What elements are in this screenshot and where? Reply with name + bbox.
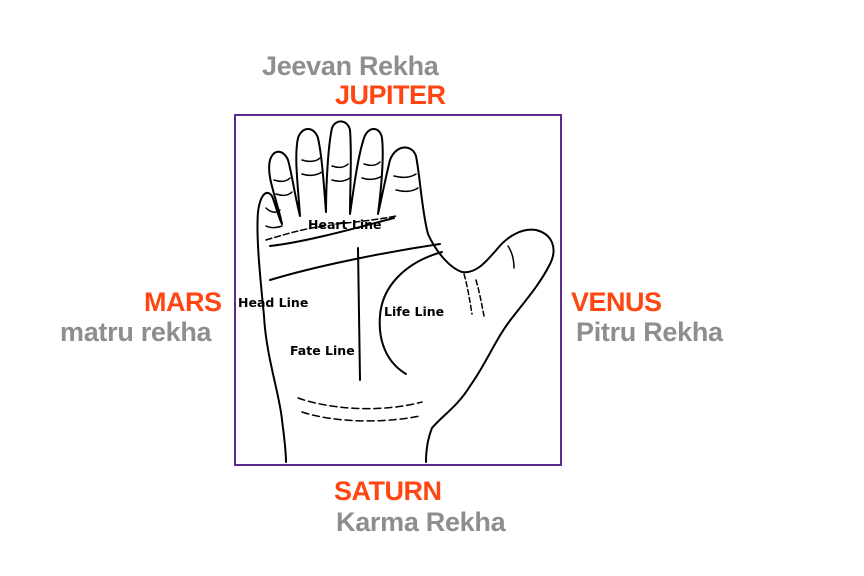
top-rekha-label: Jeevan Rekha [262, 51, 439, 81]
fate-line-label: Fate Line [290, 343, 355, 358]
left-rekha-label: matru rekha [60, 317, 212, 347]
fate-line [357, 247, 361, 381]
life-line-label: Life Line [384, 304, 444, 319]
life-line [378, 251, 443, 375]
hand-outline [256, 120, 555, 463]
right-rekha-label: Pitru Rekha [576, 317, 723, 347]
bottom-planet-label: SATURN [334, 476, 442, 506]
top-planet-label: JUPITER [335, 80, 446, 110]
palm-illustration: Heart Line Head Line Life Line Fate Line [238, 120, 555, 463]
right-planet-label: VENUS [571, 287, 662, 317]
bottom-rekha-label: Karma Rekha [336, 507, 506, 537]
heart-line [269, 217, 395, 247]
head-line [269, 243, 441, 281]
heart-line-label: Heart Line [308, 217, 382, 232]
palm-diagram-frame: Heart Line Head Line Life Line Fate Line [234, 114, 562, 466]
head-line-label: Head Line [238, 295, 308, 310]
left-planet-label: MARS [144, 287, 222, 317]
